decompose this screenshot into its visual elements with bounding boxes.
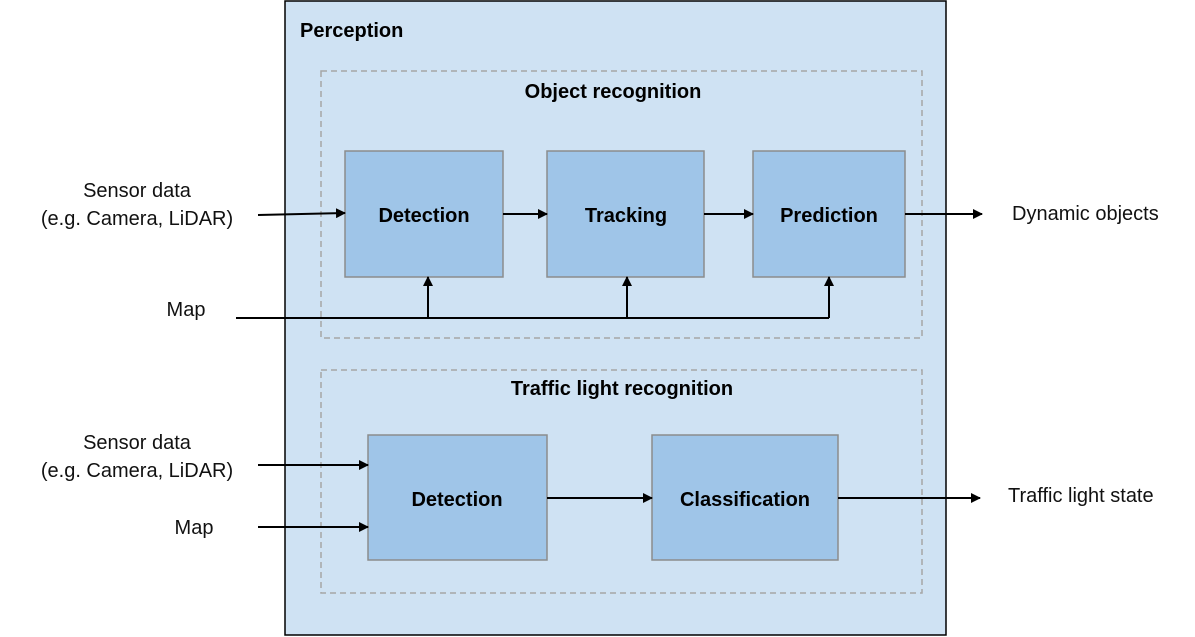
or-detection-label: Detection bbox=[378, 205, 469, 227]
or-tracking-label: Tracking bbox=[585, 205, 667, 227]
traffic-light-recognition-group bbox=[320, 369, 923, 594]
or-map-label: Map bbox=[167, 299, 206, 321]
or-prediction-label: Prediction bbox=[780, 205, 878, 227]
or-output-label: Dynamic objects bbox=[1012, 203, 1159, 225]
tl-detection-label: Detection bbox=[411, 489, 502, 511]
tl-sensor-label-line2: (e.g. Camera, LiDAR) bbox=[41, 460, 233, 482]
perception-title: Perception bbox=[300, 20, 403, 42]
traffic-light-recognition-title: Traffic light recognition bbox=[511, 378, 733, 400]
or-sensor-arrow bbox=[257, 208, 346, 219]
tl-sensor-label-line1: Sensor data bbox=[83, 432, 192, 454]
tl-detection-box bbox=[367, 434, 548, 561]
object-recognition-title: Object recognition bbox=[525, 81, 702, 103]
tl-output-label: Traffic light state bbox=[1008, 485, 1154, 507]
tl-classification-box bbox=[651, 434, 839, 561]
or-sensor-label-line2: (e.g. Camera, LiDAR) bbox=[41, 208, 233, 230]
tl-classification-label: Classification bbox=[680, 489, 810, 511]
or-sensor-label-line1: Sensor data bbox=[83, 180, 192, 202]
tl-map-label: Map bbox=[175, 517, 214, 539]
or-detection-box bbox=[344, 150, 504, 278]
object-recognition-group bbox=[320, 70, 923, 339]
